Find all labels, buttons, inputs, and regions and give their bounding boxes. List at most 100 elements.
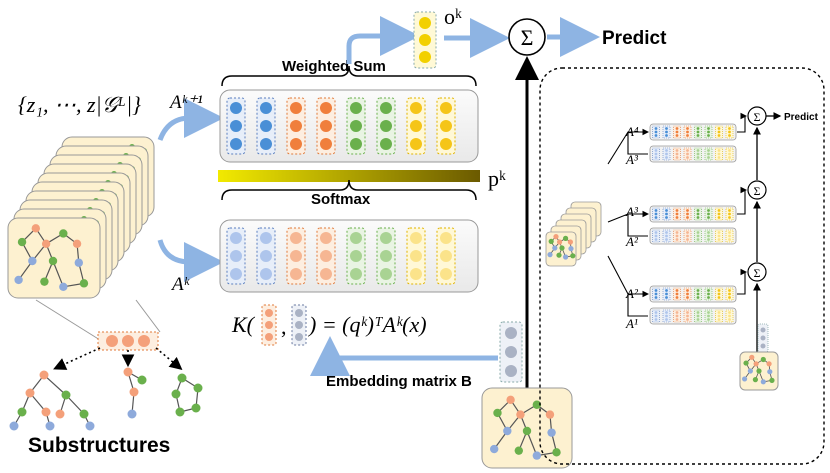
graph-node — [503, 426, 512, 436]
inset-sum-symbol: Σ — [754, 184, 761, 198]
sum-node — [508, 18, 546, 56]
graph-node — [79, 279, 89, 288]
inset-matrix — [649, 205, 737, 223]
inset-matrix — [649, 285, 737, 303]
graph-node — [559, 245, 565, 251]
matrix-a-k1 — [219, 89, 479, 163]
inset-label-inset-a2-mid: A² — [625, 234, 639, 249]
graph-node — [556, 252, 562, 258]
graph-node — [553, 234, 559, 240]
matrix-cell — [230, 102, 242, 114]
substructure-tree-1 — [9, 370, 95, 431]
matrix-cell — [260, 250, 272, 262]
matrix-column — [226, 227, 246, 285]
substructure-chain — [123, 367, 147, 419]
matrix-cell — [230, 138, 242, 150]
arrow-to-ok — [346, 16, 420, 64]
matrix-column — [316, 97, 336, 155]
matrix-column — [436, 227, 456, 285]
graph-node — [766, 361, 772, 367]
matrix-column — [286, 97, 306, 155]
weighted-sum-label: Weighted Sum — [282, 58, 386, 75]
matrix-cell — [320, 138, 332, 150]
softmax-label: Softmax — [311, 191, 371, 208]
matrix-cell — [410, 232, 422, 244]
embedding-matrix-label: Embedding matrix B — [326, 373, 472, 390]
substructure-arrow-1 — [53, 347, 101, 370]
matrix-cell — [320, 232, 332, 244]
graph-node — [532, 451, 542, 460]
matrix-cell — [350, 138, 362, 150]
graph-node — [760, 356, 766, 363]
substructure-arrow-3 — [155, 347, 183, 371]
matrix-column — [286, 227, 306, 285]
matrix-cell — [380, 138, 392, 150]
matrix-cell — [260, 268, 272, 280]
label-a-k: Aᵏ — [170, 274, 190, 295]
matrix-cell — [410, 120, 422, 132]
matrix-cell — [230, 120, 242, 132]
matrix-cell — [290, 232, 302, 244]
graph-node — [31, 224, 40, 233]
zoom-line-right — [135, 299, 161, 333]
inset-predict-label: Predict — [784, 112, 819, 123]
matrix-cell — [380, 120, 392, 132]
matrix-cell — [440, 268, 452, 280]
label-a-k1: Aᵏ⁺¹ — [168, 92, 203, 113]
set-notation-label: {z₁, ⋯, z|𝒢ᴸ|} — [18, 92, 141, 117]
graph-card — [7, 217, 101, 299]
arrow-to-ak1 — [157, 98, 224, 141]
matrix-column — [346, 97, 366, 155]
graph-node — [557, 239, 563, 245]
matrix-cell — [410, 138, 422, 150]
inset-sum-symbol: Σ — [754, 110, 761, 124]
kernel-prefix: K( — [231, 312, 256, 337]
matrix-cell — [440, 120, 452, 132]
graph-node — [570, 253, 576, 259]
matrix-cell — [410, 268, 422, 280]
matrix-cell — [350, 232, 362, 244]
matrix-cell — [290, 102, 302, 114]
inset-matrix — [649, 227, 737, 245]
graph-node — [568, 246, 574, 252]
matrix-cell — [410, 250, 422, 262]
matrix-cell — [260, 138, 272, 150]
inset-label-inset-a1: A¹ — [625, 316, 638, 331]
kernel-arg-orange — [261, 304, 277, 346]
matrix-cell — [350, 120, 362, 132]
graph-node — [567, 239, 574, 245]
graph-node — [753, 361, 759, 367]
kernel-arg-gray — [291, 304, 307, 346]
matrix-cell — [260, 120, 272, 132]
matrix-cell — [320, 250, 332, 262]
matrix-cell — [440, 138, 452, 150]
inset-sum-node — [747, 262, 767, 282]
graph-node — [17, 237, 27, 247]
inset-label-inset-a2-bot: A² — [625, 286, 639, 301]
matrix-cell — [290, 120, 302, 132]
graph-node — [14, 275, 23, 285]
input-graph-card — [481, 387, 573, 469]
graph-node — [493, 408, 502, 418]
graph-node — [756, 368, 762, 374]
predict-label: Predict — [602, 28, 667, 49]
kernel-comma: , — [281, 314, 287, 339]
inset-frame — [539, 67, 825, 465]
graph-node — [760, 379, 766, 385]
matrix-cell — [380, 250, 392, 262]
graph-node — [490, 444, 499, 454]
matrix-column — [376, 97, 396, 155]
arrow-to-ak — [157, 239, 224, 282]
graph-node — [28, 256, 37, 266]
matrix-cell — [440, 232, 452, 244]
weighted-sum-brace — [221, 65, 477, 87]
graph-node — [547, 252, 553, 258]
matrix-cell — [380, 102, 392, 114]
matrix-cell — [410, 102, 422, 114]
graph-node — [749, 354, 755, 360]
graph-node — [532, 400, 542, 409]
inset-label-inset-a3-top: A³ — [625, 152, 639, 167]
matrix-column — [256, 97, 276, 155]
